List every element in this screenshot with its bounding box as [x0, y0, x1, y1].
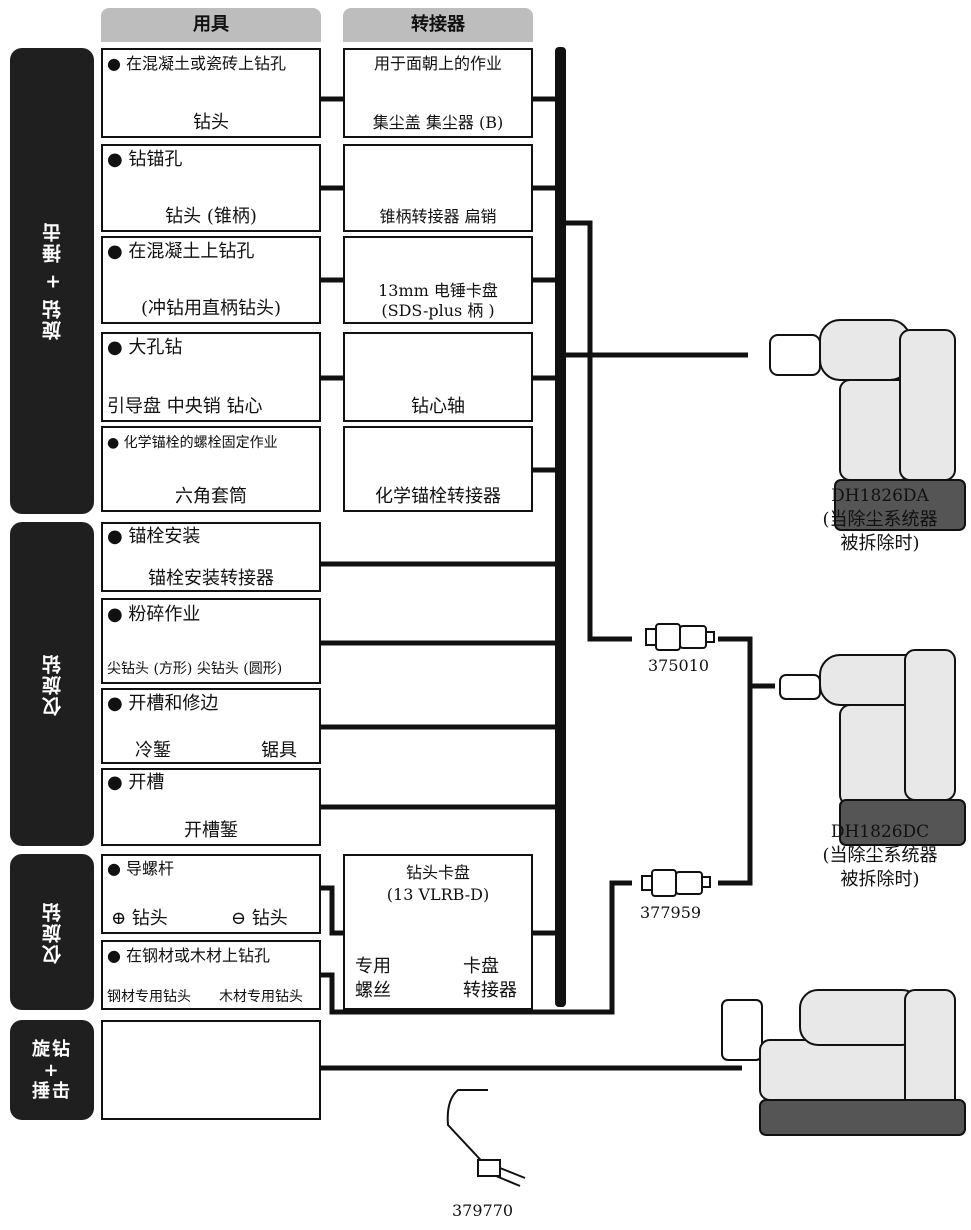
side-label-rotary-hammer-2: 旋钻+捶击: [10, 1020, 94, 1120]
tool-box-steel-wood: ● 在钢材或木材上钻孔 钢材专用钻头 木材专用钻头: [101, 940, 321, 1010]
model-note: 被拆除时): [840, 869, 920, 890]
model-note: (当除尘系统器: [822, 845, 938, 866]
tool-caption: 钻头 (锥柄): [165, 206, 257, 227]
tool-caption-left: 冷錾: [135, 740, 171, 761]
header-tools: 用具: [101, 8, 321, 42]
adapter-box-core-shaft: 钻心轴: [343, 332, 533, 422]
model-note: 被拆除时): [840, 533, 920, 554]
tool-title: ● 在混凝土上钻孔: [107, 241, 255, 262]
tool-box-concrete-tile: ● 在混凝土或瓷砖上钻孔 钻头: [101, 48, 321, 138]
adapter-box-drill-chuck: 钻头卡盘 (13 VLRB-D) 专用 螺丝 卡盘 转接器: [343, 854, 533, 1010]
adapter-title: 钻头卡盘: [405, 863, 470, 882]
tool-caption-left: ⊕ 钻头: [111, 908, 168, 929]
adapter-box-keyless-chuck: 13mm 电锤卡盘 (SDS-plus 柄 ): [343, 236, 533, 324]
model-note: (当除尘系统器: [822, 509, 938, 530]
header-adapters: 转接器: [343, 8, 533, 42]
model-label-da: DH1826DA (当除尘系统器 被拆除时): [790, 484, 970, 556]
tool-box-channeling: ● 开槽 开槽錾: [101, 768, 321, 846]
tool-caption-right: ⊖ 钻头: [231, 908, 288, 929]
tool-caption-right: 锯具: [261, 740, 297, 761]
part-number-side-handle: 379770: [452, 1201, 514, 1220]
adapter-caption-2: (SDS-plus 柄 ): [381, 301, 495, 320]
tool-caption-right: 木材专用钻头: [219, 989, 303, 1005]
tool-caption: 开槽錾: [184, 820, 238, 841]
tool-title: ● 锚栓安装: [107, 526, 201, 547]
tool-caption: 六角套筒: [175, 486, 247, 507]
adapter-box-taper: 锥柄转接器 扁销: [343, 144, 533, 232]
tool-caption: 引导盘 中央销 钻心: [107, 396, 263, 417]
tool-title: ● 开槽和修边: [107, 693, 219, 714]
tool-title: ● 在钢材或木材上钻孔: [107, 946, 271, 965]
adapter-caption: 钻心轴: [411, 396, 465, 417]
tool-title: ● 导螺杆: [107, 859, 175, 878]
tool-caption: 尖钻头 (方形) 尖钻头 (圆形): [107, 661, 283, 677]
tool-box-concrete: ● 在混凝土上钻孔 (冲钻用直柄钻头): [101, 236, 321, 324]
adapter-caption: 锥柄转接器 扁销: [379, 207, 497, 226]
adapter-box-chemical-anchor: 化学锚栓转接器: [343, 426, 533, 512]
tool-box-sds-bit: [101, 1020, 321, 1120]
adapter-title-2: (13 VLRB-D): [386, 885, 490, 904]
tool-title: ● 开槽: [107, 772, 165, 793]
adapter-caption: 13mm 电锤卡盘: [378, 281, 498, 300]
tool-box-large-hole: ● 大孔钻 引导盘 中央销 钻心: [101, 332, 321, 422]
tool-title: ● 大孔钻: [107, 337, 183, 358]
model-label-dc: DH1826DC (当除尘系统器 被拆除时): [790, 820, 970, 892]
adapter-right-1: 卡盘: [463, 956, 499, 977]
side-label-rotary-only-1: 仅旋钻: [10, 522, 94, 846]
tool-box-chemical-anchor: ● 化学锚栓的螺栓固定作业 六角套筒: [101, 426, 321, 512]
tool-caption: 钻头: [193, 112, 229, 133]
adapter-left-1: 专用: [355, 956, 391, 977]
adapter-caption: 集尘盖 集尘器 (B): [372, 113, 504, 132]
side-label-rotary-hammer-1: 旋钻 + 捶击: [10, 48, 94, 514]
tool-title: ● 在混凝土或瓷砖上钻孔: [107, 54, 287, 73]
tool-box-screw: ● 导螺杆 ⊕ 钻头 ⊖ 钻头: [101, 854, 321, 934]
model-name: DH1826DC: [830, 822, 930, 842]
adapter-title: 用于面朝上的作业: [373, 54, 502, 73]
model-name: DH1826DA: [831, 486, 929, 506]
adapter-left-2: 螺丝: [355, 980, 391, 1001]
adapter-caption: 化学锚栓转接器: [375, 486, 501, 507]
tool-box-chiseling: ● 开槽和修边 冷錾 锯具: [101, 688, 321, 764]
tool-caption: 锚栓安装转接器: [148, 568, 274, 589]
part-number-chuck-2: 377959: [640, 903, 702, 922]
tool-title: ● 化学锚栓的螺栓固定作业: [107, 435, 278, 451]
tool-caption: (冲钻用直柄钻头): [140, 298, 282, 319]
tool-box-breaking: ● 粉碎作业 尖钻头 (方形) 尖钻头 (圆形): [101, 598, 321, 684]
tool-box-anchor-hole: ● 钻锚孔 钻头 (锥柄): [101, 144, 321, 232]
tool-title: ● 钻锚孔: [107, 149, 183, 170]
adapter-box-dust: 用于面朝上的作业 集尘盖 集尘器 (B): [343, 48, 533, 138]
side-label-rotary-only-2: 仅旋钻: [10, 854, 94, 1010]
tool-box-anchor-setting: ● 锚栓安装 锚栓安装转接器: [101, 522, 321, 592]
tool-title: ● 粉碎作业: [107, 604, 201, 625]
part-number-chuck-1: 375010: [648, 656, 710, 675]
tool-caption-left: 钢材专用钻头: [107, 989, 191, 1005]
adapter-right-2: 转接器: [463, 980, 517, 1001]
